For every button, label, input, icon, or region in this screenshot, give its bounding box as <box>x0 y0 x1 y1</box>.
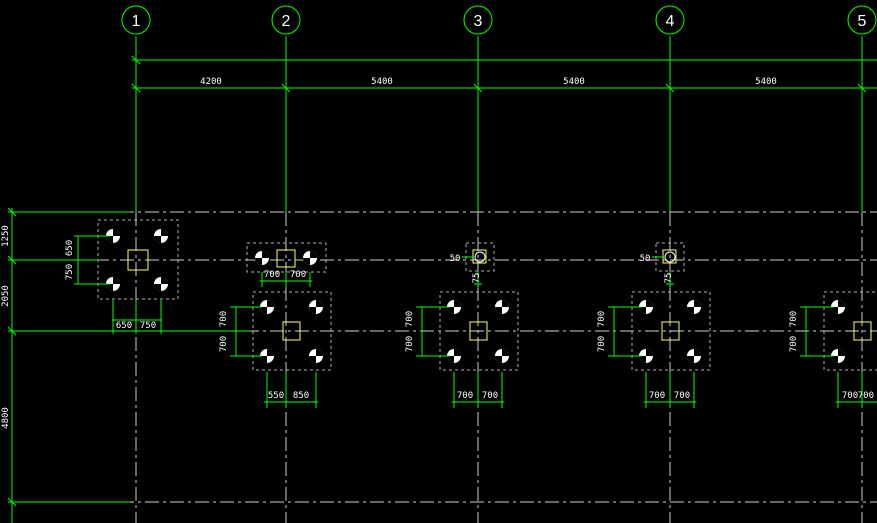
pile-marker <box>154 229 168 243</box>
svg-text:700: 700 <box>405 311 415 327</box>
svg-text:700: 700 <box>842 391 858 401</box>
top-dim-4: 5400 <box>755 77 777 87</box>
pile-marker <box>260 300 274 314</box>
top-dimension-lines <box>131 55 877 93</box>
pile-marker <box>106 277 120 291</box>
pile-marker <box>831 349 845 363</box>
svg-text:700: 700 <box>219 336 229 352</box>
pile-marker <box>106 229 120 243</box>
pile-marker <box>255 251 269 265</box>
pile-marker <box>309 349 323 363</box>
pile-cap-1: 650 750 650 750 <box>65 219 179 334</box>
axis-bubble-1: 1 <box>121 5 151 35</box>
pile-marker <box>303 251 317 265</box>
axis-bubble-3: 3 <box>463 5 493 35</box>
pile-marker <box>495 300 509 314</box>
left-dim-2: 2050 <box>1 285 11 307</box>
svg-text:700: 700 <box>789 336 799 352</box>
top-dim-1: 4200 <box>200 77 222 87</box>
svg-text:650: 650 <box>65 240 75 256</box>
svg-text:4: 4 <box>666 13 675 30</box>
pile-marker <box>495 349 509 363</box>
svg-text:700: 700 <box>457 391 473 401</box>
top-dim-2: 5400 <box>371 77 393 87</box>
pile-cap-5: 700 700 700 700 <box>789 291 877 408</box>
pile-cap-2: 700 700 550 850 <box>219 291 332 408</box>
axis-centerlines-vertical <box>135 212 863 523</box>
svg-text:750: 750 <box>140 321 156 331</box>
pile-marker <box>639 349 653 363</box>
pile-cap-3: 700 700 700 700 <box>405 291 519 408</box>
small-pile-4: 50 75 <box>640 242 685 288</box>
svg-text:700: 700 <box>597 311 607 327</box>
svg-text:700: 700 <box>264 270 280 280</box>
svg-text:650: 650 <box>116 321 132 331</box>
svg-text:750: 750 <box>65 264 75 280</box>
axis-vertical-lines <box>135 36 863 212</box>
pile-marker <box>447 349 461 363</box>
svg-text:700: 700 <box>649 391 665 401</box>
left-dimension-lines <box>7 207 250 523</box>
svg-text:75: 75 <box>664 273 674 284</box>
svg-text:1: 1 <box>132 13 141 30</box>
axis-bubble-4: 4 <box>655 5 685 35</box>
left-dim-1: 1250 <box>1 225 11 247</box>
axis-bubble-5: 5 <box>847 5 877 35</box>
axis-bubble-2: 2 <box>271 5 301 35</box>
svg-text:850: 850 <box>293 391 309 401</box>
svg-text:5: 5 <box>858 13 867 30</box>
svg-text:700: 700 <box>597 336 607 352</box>
top-dim-3: 5400 <box>563 77 585 87</box>
svg-text:700: 700 <box>482 391 498 401</box>
svg-text:700: 700 <box>858 391 874 401</box>
pile-marker <box>447 300 461 314</box>
svg-text:3: 3 <box>474 13 483 30</box>
pile-marker <box>687 300 701 314</box>
pile-marker <box>687 349 701 363</box>
svg-text:50: 50 <box>640 254 651 264</box>
pile-marker <box>831 300 845 314</box>
small-pile-3: 50 75 <box>450 242 495 288</box>
svg-text:50: 50 <box>450 254 461 264</box>
pile-marker <box>260 349 274 363</box>
svg-text:700: 700 <box>219 311 229 327</box>
svg-text:700: 700 <box>674 391 690 401</box>
svg-text:75: 75 <box>472 273 482 284</box>
svg-text:2: 2 <box>282 13 291 30</box>
pile-cap-2-top: 700 700 <box>246 242 327 287</box>
svg-text:550: 550 <box>268 391 284 401</box>
left-dim-3: 4800 <box>1 407 11 429</box>
svg-text:700: 700 <box>405 336 415 352</box>
svg-text:700: 700 <box>789 311 799 327</box>
axis-centerlines-horizontal <box>20 211 877 503</box>
pile-marker <box>309 300 323 314</box>
pile-cap-4: 700 700 700 700 <box>597 291 711 408</box>
pile-marker <box>639 300 653 314</box>
svg-text:700: 700 <box>290 270 306 280</box>
pile-marker <box>154 277 168 291</box>
